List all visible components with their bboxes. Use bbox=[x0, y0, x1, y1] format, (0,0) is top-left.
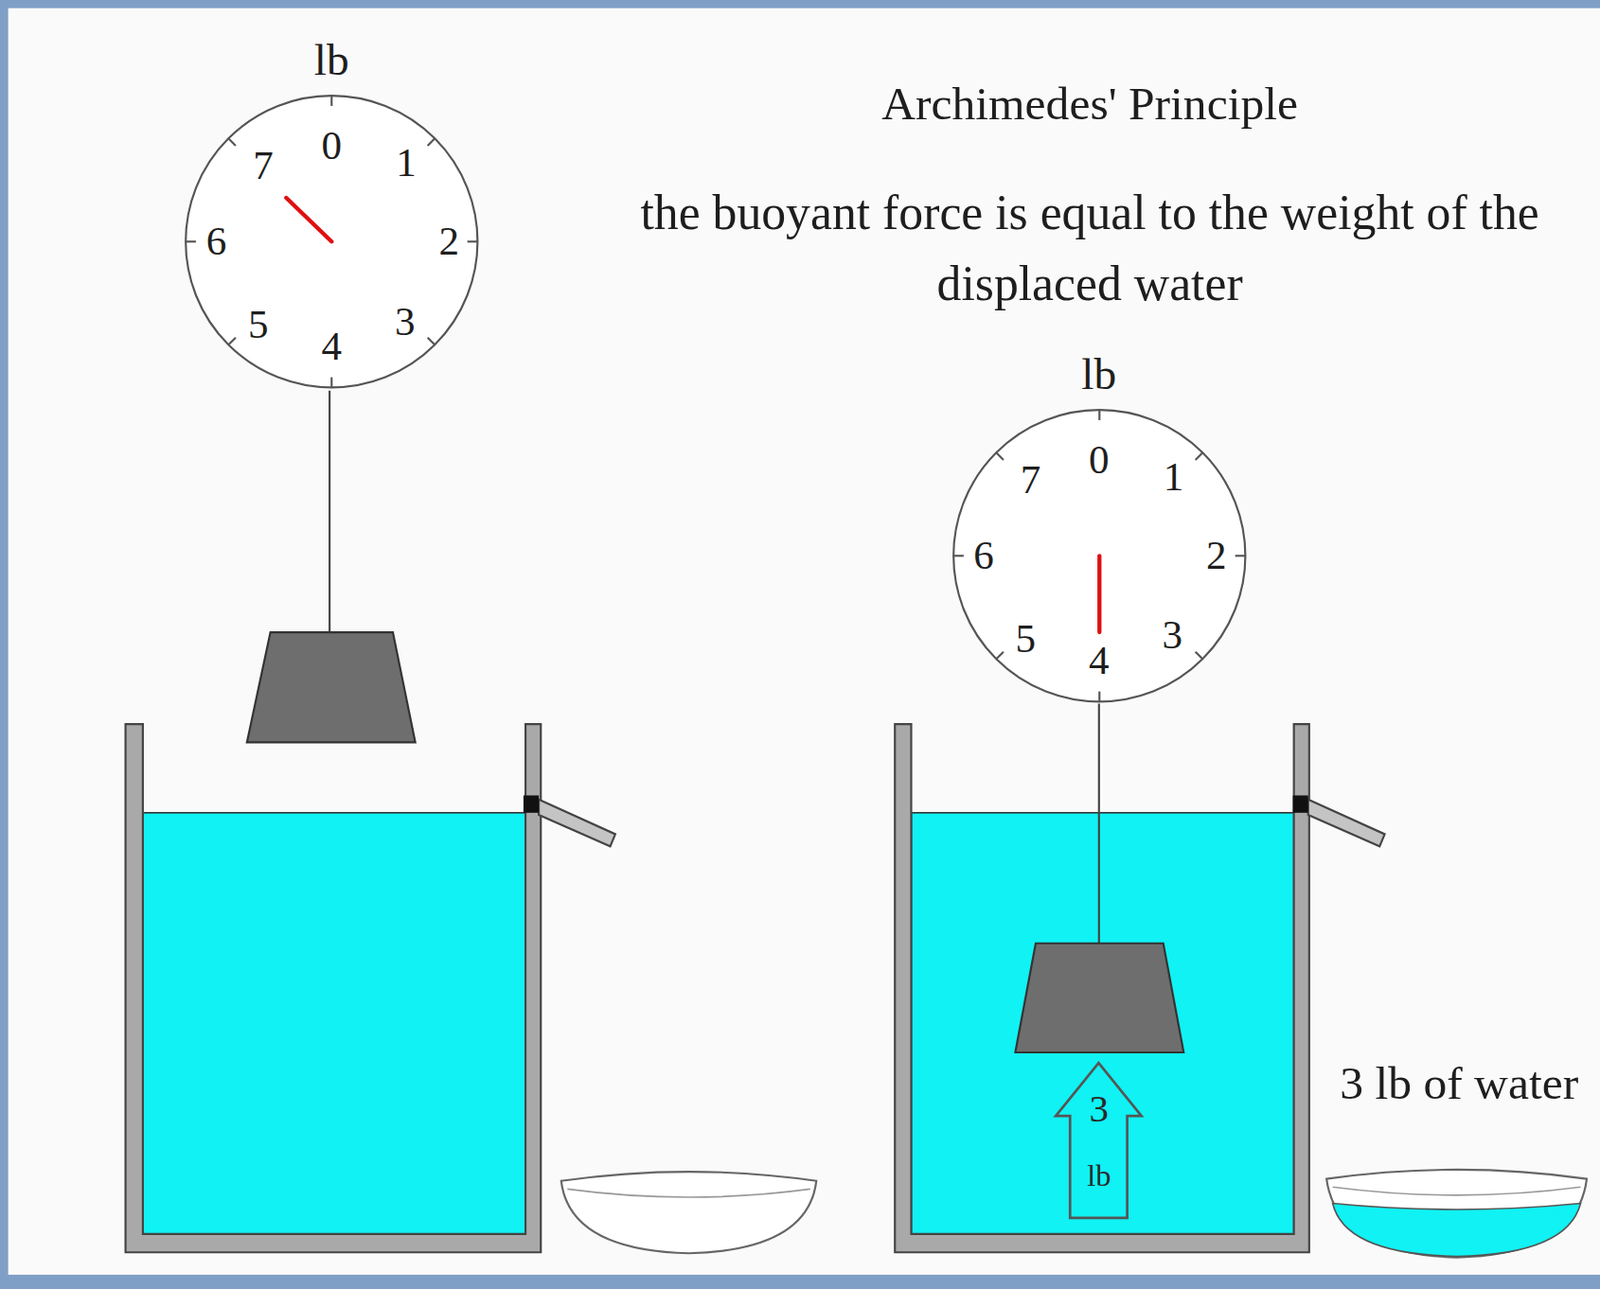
unit-label: lb bbox=[1081, 352, 1117, 397]
dial-tick bbox=[995, 652, 1004, 660]
dial-number: 1 bbox=[395, 142, 417, 184]
tank-wall bbox=[125, 724, 542, 1253]
unit-label: lb bbox=[314, 37, 350, 83]
dial-tick bbox=[1194, 652, 1203, 660]
dial-tick bbox=[467, 240, 479, 243]
dial-tick bbox=[228, 337, 236, 346]
weight bbox=[1014, 943, 1184, 1053]
dial-number: 3 bbox=[1162, 615, 1184, 657]
dial-tick bbox=[1098, 692, 1101, 703]
dial-tick bbox=[427, 337, 436, 346]
dial-number: 7 bbox=[252, 144, 274, 186]
dial-rim bbox=[953, 409, 1245, 702]
spout-joint bbox=[523, 795, 539, 813]
dial-tick bbox=[1194, 452, 1203, 461]
dial-number: 5 bbox=[1014, 618, 1036, 659]
dial-number: 2 bbox=[438, 221, 460, 263]
arrow-shape bbox=[1056, 1063, 1143, 1219]
dial-tick bbox=[427, 138, 436, 146]
title: Archimedes' Principle bbox=[881, 80, 1298, 128]
dial-number: 0 bbox=[1088, 440, 1110, 481]
spring-scale-dial: lb01234567 bbox=[183, 93, 480, 391]
spout bbox=[1308, 800, 1386, 848]
dial-number: 3 bbox=[394, 301, 416, 342]
spout-joint bbox=[1293, 795, 1309, 813]
dial-number: 4 bbox=[1088, 640, 1110, 682]
dial-rim bbox=[185, 95, 478, 388]
background bbox=[8, 8, 1600, 1276]
bowl bbox=[561, 1172, 817, 1254]
buoyant-force-arrow: 3 lb bbox=[1053, 1061, 1144, 1221]
bowl-label: 3 lb of water bbox=[1336, 1046, 1583, 1121]
dial-number: 4 bbox=[321, 326, 343, 368]
dial-number: 1 bbox=[1163, 457, 1185, 498]
dial-number: 6 bbox=[206, 221, 228, 263]
bowl-rim bbox=[567, 1189, 811, 1198]
bowl bbox=[1326, 1170, 1587, 1259]
dial-tick bbox=[1234, 554, 1245, 557]
dial-tick bbox=[228, 138, 236, 146]
dial-tick bbox=[1098, 409, 1101, 421]
dial-tick bbox=[330, 377, 333, 389]
needle bbox=[1097, 555, 1102, 633]
weight bbox=[247, 632, 416, 743]
dial-tick bbox=[330, 95, 333, 107]
unit-label: lb bbox=[1086, 1159, 1111, 1191]
water bbox=[910, 813, 1294, 1235]
force-value: 3 bbox=[1089, 1089, 1109, 1129]
spring-scale-dial: lb01234567 bbox=[951, 408, 1248, 705]
dial-tick bbox=[995, 452, 1004, 461]
dial-tick bbox=[185, 240, 196, 243]
dial-number: 0 bbox=[321, 125, 343, 167]
water bbox=[142, 813, 526, 1235]
spout bbox=[538, 800, 616, 848]
needle bbox=[285, 197, 332, 242]
dial-number: 5 bbox=[248, 303, 269, 345]
bowl-rim bbox=[1333, 1187, 1582, 1196]
string bbox=[1098, 703, 1101, 943]
string bbox=[328, 391, 331, 633]
arrow-outline bbox=[1053, 1061, 1144, 1221]
dial-number: 2 bbox=[1206, 535, 1227, 577]
dial-number: 6 bbox=[973, 535, 995, 577]
displaced-water bbox=[1333, 1203, 1582, 1257]
tank-wall bbox=[894, 724, 1310, 1253]
subtitle: the buoyant force is equal to the weight… bbox=[630, 177, 1549, 320]
dial-tick bbox=[953, 554, 964, 557]
dial-number: 7 bbox=[1020, 459, 1042, 500]
